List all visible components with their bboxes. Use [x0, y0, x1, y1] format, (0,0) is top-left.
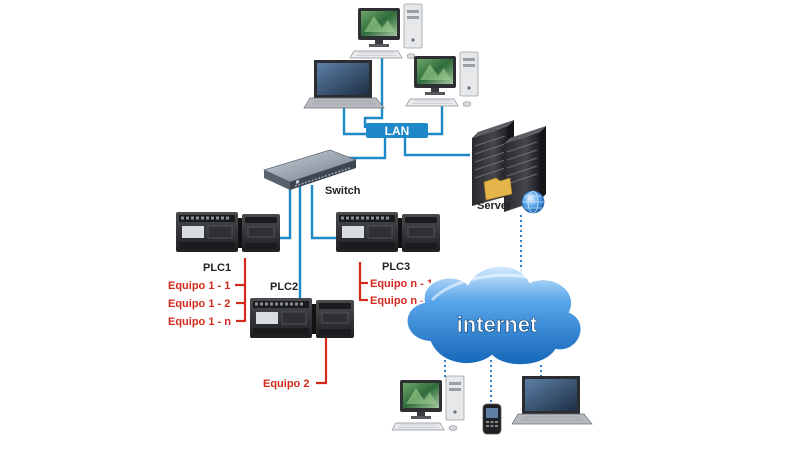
smartphone-icon [482, 403, 502, 435]
equipo-1-1-label: Equipo 1 - 1 [168, 280, 230, 292]
folder-icon [483, 177, 513, 201]
laptop-icon [303, 59, 385, 109]
laptop-icon [511, 375, 593, 425]
equipo-n-1-label: Equipo n - 1 [370, 278, 433, 290]
desktop-icon [405, 51, 479, 107]
link-lan-server [403, 138, 470, 157]
desktop-icon [349, 3, 423, 59]
link-top-desktop-lan [363, 52, 384, 128]
plc3-icon [335, 211, 441, 253]
lan-hub: LAN [366, 123, 428, 138]
internet-cloud-icon [405, 264, 583, 367]
link-laptop-lan [342, 100, 367, 136]
network-links [273, 52, 470, 300]
plc2-icon [249, 297, 355, 339]
link-right-desktop-lan [427, 100, 444, 136]
desktop-icon [391, 375, 465, 431]
server-rack-icon [472, 120, 546, 212]
equipo-1-n-label: Equipo 1 - n [168, 316, 231, 328]
plc3-label: PLC3 [382, 261, 410, 273]
plc1-icon [175, 211, 281, 253]
plc2-label: PLC2 [270, 281, 298, 293]
switch-label: Switch [325, 185, 361, 197]
equipo-1-2-label: Equipo 1 - 2 [168, 298, 230, 310]
device-links [235, 258, 368, 385]
lan-label: LAN [385, 124, 410, 138]
link-plc2-equipo-2 [316, 338, 328, 385]
internet-label: internet [457, 312, 538, 337]
network-switch-icon [263, 149, 358, 190]
server-label: Server [477, 200, 512, 212]
globe-icon [521, 190, 545, 214]
plc1-label: PLC1 [203, 262, 231, 274]
link-switch-plc3 [310, 185, 338, 240]
lan-box [366, 123, 428, 138]
equipo-2-label: Equipo 2 [263, 378, 309, 390]
